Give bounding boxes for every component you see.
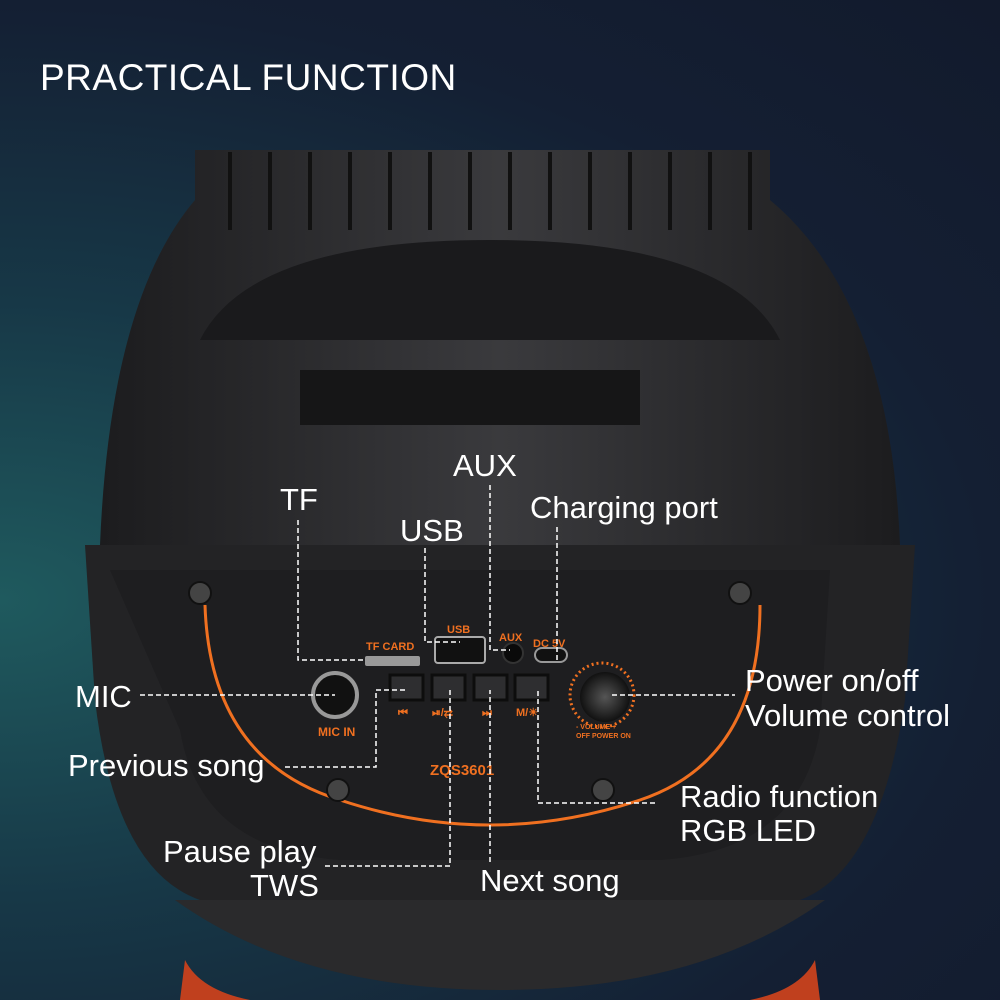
handle-slot (300, 370, 640, 425)
svg-text:⏮: ⏮ (398, 707, 408, 719)
screws (188, 581, 752, 802)
svg-text:MIC IN: MIC IN (318, 725, 355, 739)
label-tws: TWS (250, 868, 319, 903)
label-power: Power on/off (745, 663, 919, 698)
svg-text:⏭: ⏭ (482, 707, 492, 719)
tf-slot (365, 656, 420, 666)
aux-jack (502, 642, 524, 664)
label-aux: AUX (453, 448, 517, 483)
control-panel (110, 570, 830, 860)
dc-port (534, 647, 568, 663)
svg-text:M/☀: M/☀ (516, 707, 538, 719)
svg-text:OFF POWER ON: OFF POWER ON (576, 733, 631, 740)
label-tf: TF (280, 482, 318, 517)
svg-text:ZQS3601: ZQS3601 (430, 762, 494, 779)
svg-text:⏯/⇄: ⏯/⇄ (432, 707, 453, 719)
page-title: PRACTICAL FUNCTION (40, 57, 457, 98)
label-pause-play: Pause play (163, 834, 317, 869)
label-previous-song: Previous song (68, 748, 265, 783)
label-mic: MIC (75, 679, 132, 714)
label-next-song: Next song (480, 863, 620, 898)
svg-text:USB: USB (447, 624, 470, 636)
label-rgb-led: RGB LED (680, 813, 817, 848)
svg-text:DC 5V: DC 5V (533, 638, 566, 650)
svg-text:- VOLUME +: - VOLUME + (576, 724, 616, 731)
handle-opening (200, 240, 780, 340)
svg-text:AUX: AUX (499, 632, 523, 644)
volume-knob (580, 672, 630, 722)
svg-text:TF CARD: TF CARD (366, 641, 414, 653)
label-radio: Radio function (680, 779, 879, 814)
usb-port (434, 636, 486, 664)
label-usb: USB (400, 513, 464, 548)
label-charging-port: Charging port (530, 490, 718, 525)
leader-lines (140, 485, 735, 867)
label-volume: Volume control (745, 698, 951, 733)
speaker-body (100, 150, 900, 545)
